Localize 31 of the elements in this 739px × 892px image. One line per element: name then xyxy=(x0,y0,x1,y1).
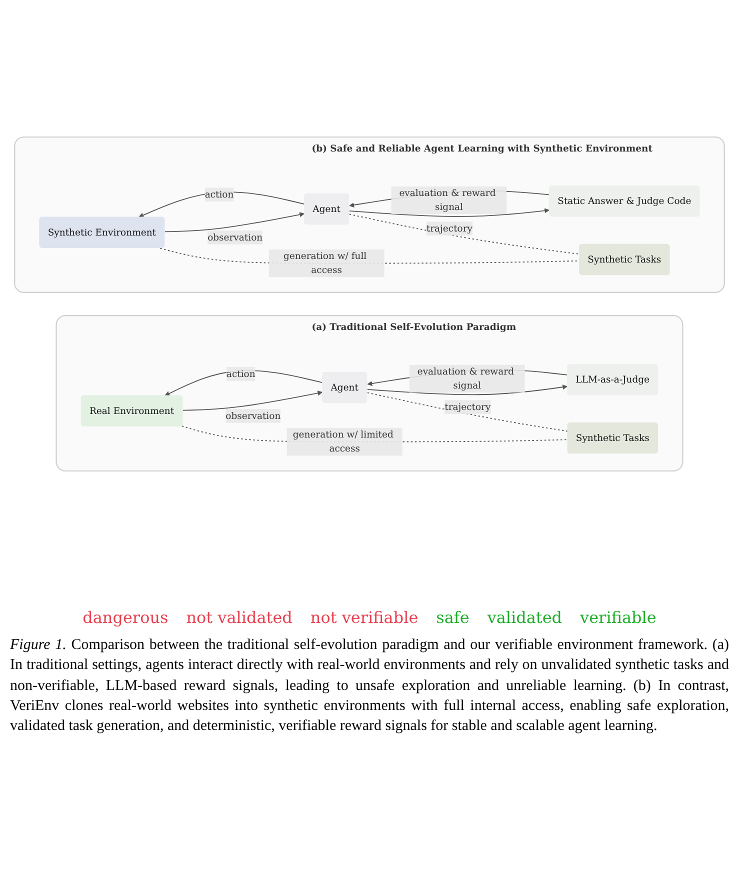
arrow xyxy=(164,212,305,232)
arrow xyxy=(366,384,568,396)
edge-label: generation w/ limited access xyxy=(292,429,394,454)
edge-label: action xyxy=(204,188,234,200)
edge-label: generation w/ full access xyxy=(284,250,367,276)
connector xyxy=(348,214,580,255)
status-note: dangerous xyxy=(82,608,168,627)
edge-label: action xyxy=(226,368,256,380)
status-note: not verifiable xyxy=(310,608,418,627)
arrow xyxy=(348,208,550,217)
edge-label: evaluation & reward signal xyxy=(417,366,514,391)
edge-label: evaluation & reward signal xyxy=(399,188,496,212)
node-box: Synthetic Environment xyxy=(39,216,165,248)
status-note: safe xyxy=(436,608,470,627)
edge-label: trajectory xyxy=(444,401,491,412)
node-box: Real Environment xyxy=(80,395,183,426)
node-box: Synthetic Tasks xyxy=(579,244,670,276)
edge-label: observation xyxy=(208,232,263,243)
node-box: Synthetic Tasks xyxy=(567,422,658,454)
edge-label: observation xyxy=(226,410,281,422)
node-box: Agent xyxy=(304,193,350,225)
node-box: LLM-as-a-Judge xyxy=(567,364,658,396)
status-note: validated xyxy=(487,608,562,627)
edge-label: trajectory xyxy=(426,222,472,234)
status-note: verifiable xyxy=(580,608,656,627)
node-box: Static Answer & Judge Code xyxy=(548,186,700,217)
figure-caption: Figure 1. Comparison between the traditional self-evolution paradigm and our verifiable environment framework. (a) In traditional settings, agents interact directly with real-world environments and rely on unvalidated synthetic tasks and non-verifiable, LLM-based reward signals, leading to unsafe exploration and unreliable learning. (b) In contrast, VeriEnv clones real-world websites into synthetic environments with full internal access, enabling safe exploration, validated task generation, and deterministic, verifiable reward signals for stable and scalable agent learning. xyxy=(10,636,729,736)
status-note: not validated xyxy=(186,608,292,627)
arrow xyxy=(182,390,323,411)
node-box: Agent xyxy=(322,372,368,404)
connector xyxy=(366,392,568,432)
